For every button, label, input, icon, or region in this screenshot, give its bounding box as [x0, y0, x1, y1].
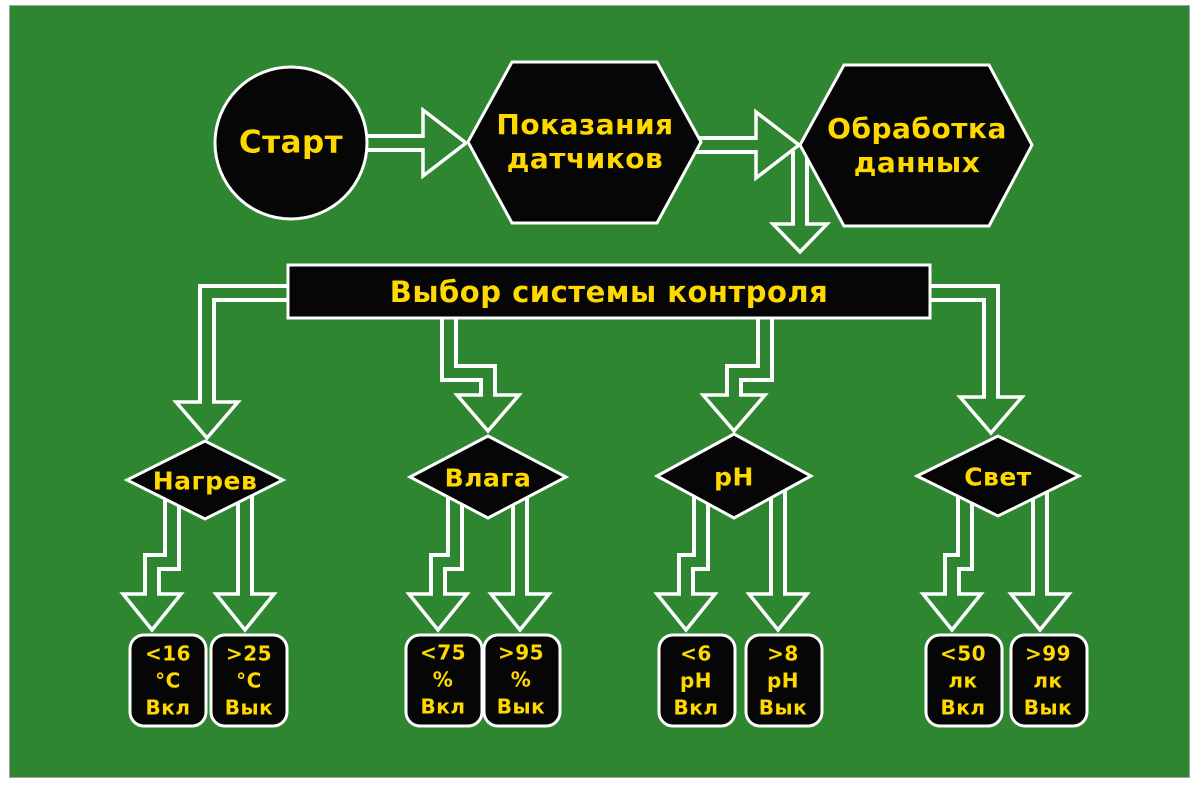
heat-node [123, 439, 287, 521]
sensors-node [466, 60, 703, 225]
moisture-off-node [482, 633, 562, 728]
light-off-node [1009, 633, 1089, 728]
arrow-heat-to-on-fill [147, 478, 177, 606]
selector-node [286, 263, 932, 320]
start-node [213, 65, 369, 221]
moisture-on-node [404, 633, 484, 728]
ph-on-node [657, 633, 737, 728]
arrow-selector-to-moisture-fill [444, 300, 493, 407]
moisture-node [406, 434, 570, 520]
arrow-light-to-on-fill [947, 478, 970, 606]
processing-node [798, 63, 1034, 228]
arrow-selector-to-light-fill [918, 288, 996, 409]
ph-off-node [744, 633, 824, 728]
arrow-selector-to-heat-outline [198, 284, 300, 414]
arrow-selector-to-heat-fill [202, 288, 300, 414]
light-node [913, 434, 1083, 518]
light-on-node [924, 633, 1004, 728]
heat-on-node [128, 633, 208, 728]
arrow-selector-to-ph-fill [729, 300, 770, 407]
heat-off-node [209, 633, 289, 728]
arrow-moisture-to-on-fill [433, 478, 460, 606]
arrow-ph-to-on-fill [681, 478, 706, 606]
ph-node [653, 432, 815, 520]
